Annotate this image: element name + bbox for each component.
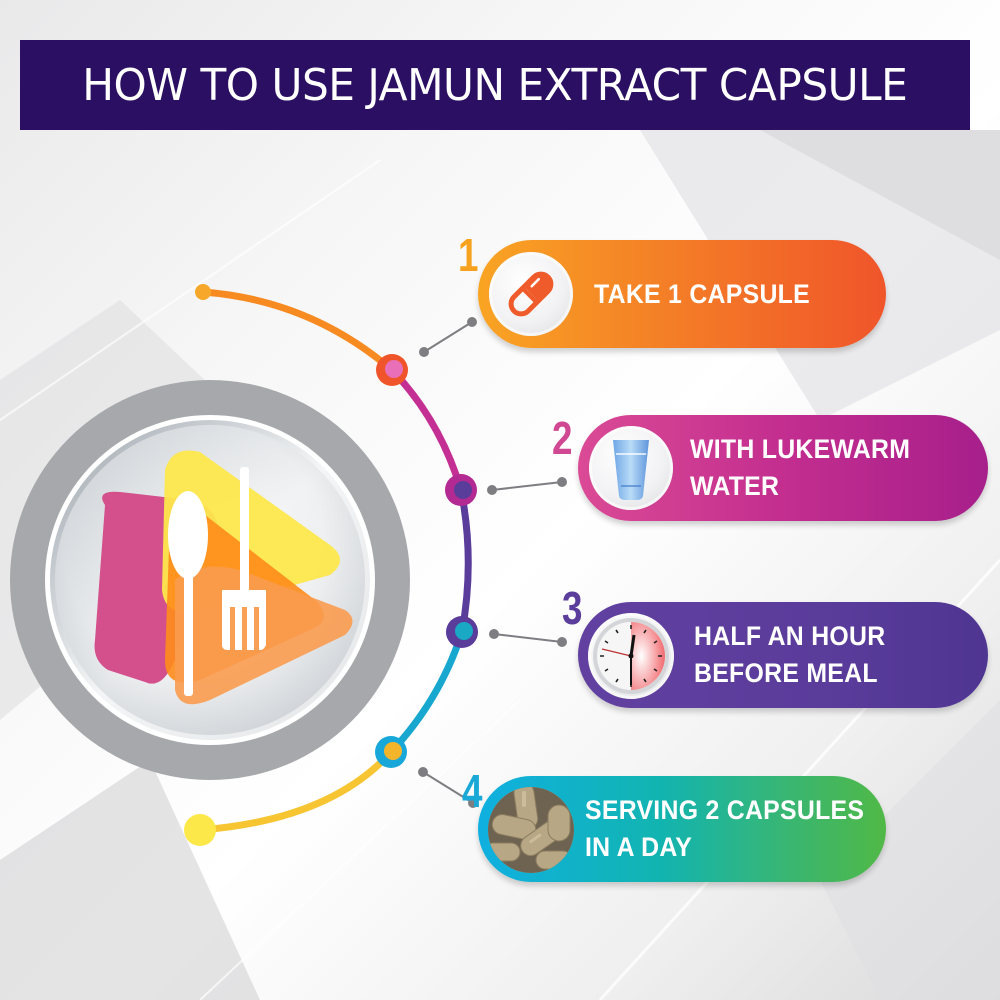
step-3-line1: HALF AN HOUR bbox=[694, 621, 886, 651]
timeline-node-1 bbox=[376, 354, 408, 386]
capsule-icon bbox=[489, 252, 573, 336]
step-3-line2: BEFORE MEAL bbox=[694, 658, 878, 688]
step-2-label: WITH LUKEWARM WATER bbox=[690, 431, 910, 505]
step-number-3: 3 bbox=[562, 582, 583, 634]
step-4-line2: IN A DAY bbox=[585, 832, 693, 862]
step-4-line1: SERVING 2 CAPSULES bbox=[585, 795, 865, 825]
step-1-line1: TAKE 1 CAPSULE bbox=[594, 279, 810, 309]
spoon-icon bbox=[168, 491, 208, 696]
step-1-label: TAKE 1 CAPSULE bbox=[594, 276, 810, 313]
step-number-4: 4 bbox=[462, 765, 483, 817]
timeline-node-3 bbox=[446, 616, 478, 648]
step-2-line1: WITH LUKEWARM bbox=[690, 434, 911, 464]
step-number-2: 2 bbox=[552, 412, 573, 464]
page-title: HOW TO USE JAMUN EXTRACT CAPSULE bbox=[82, 59, 908, 111]
plate-icon bbox=[10, 380, 410, 780]
timeline-end-dot bbox=[184, 814, 216, 846]
water-glass-icon bbox=[589, 426, 673, 510]
step-card-1: TAKE 1 CAPSULE bbox=[478, 240, 886, 348]
capsules-photo-icon bbox=[488, 787, 574, 873]
step-card-3: HALF AN HOUR BEFORE MEAL bbox=[578, 602, 988, 708]
step-2-line2: WATER bbox=[690, 471, 780, 501]
timeline-start-dot bbox=[195, 284, 211, 300]
step-3-label: HALF AN HOUR BEFORE MEAL bbox=[694, 618, 885, 692]
step-card-4: SERVING 2 CAPSULES IN A DAY bbox=[478, 776, 886, 882]
connector-lines bbox=[418, 317, 567, 808]
step-number-1: 1 bbox=[458, 229, 479, 281]
step-card-2: WITH LUKEWARM WATER bbox=[578, 415, 988, 521]
title-banner: HOW TO USE JAMUN EXTRACT CAPSULE bbox=[20, 40, 970, 130]
step-4-label: SERVING 2 CAPSULES IN A DAY bbox=[585, 792, 864, 866]
timeline-node-2 bbox=[445, 474, 477, 506]
clock-icon bbox=[588, 613, 674, 699]
timeline-node-4 bbox=[375, 736, 407, 768]
